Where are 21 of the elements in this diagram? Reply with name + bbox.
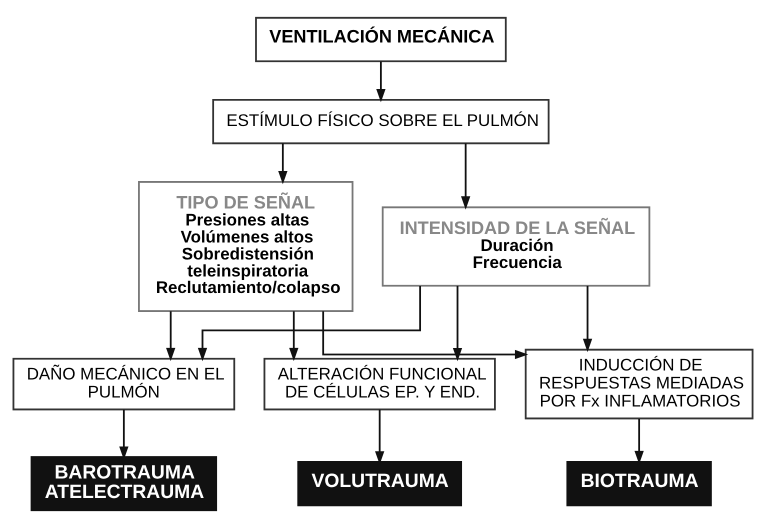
arrow [166,310,176,361]
node-box: BIOTRAUMA [566,460,712,506]
arrow [278,142,288,184]
node-box: ALTERACIÓN FUNCIONAL DE CÉLULAS EP. Y END. [264,357,496,410]
arrow [461,142,470,210]
node-box: BAROTRAUMA ATELECTRAUMA [30,456,218,511]
arrow [376,61,386,102]
node-box: INDUCCIÓN DE RESPUESTAS MEDIADAS POR Fx INFLAMATORIOS [524,348,754,419]
arrow [198,285,421,361]
node-box: ESTÍMULO FÍSICO SOBRE EL PULMÓN [212,98,550,144]
node-box: VOLUTRAUMA [297,460,462,506]
arrow [582,285,592,352]
arrow [289,310,298,361]
node-box: INTENSIDAD DE LA SEÑAL Duración Frecuencia [382,206,650,286]
arrow [634,418,644,464]
arrow [119,409,129,460]
node-box: TIPO DE SEÑAL Presiones altas Volúmenes altos Sobredistensión teleinspiratoria Reclutamiento/colapso [138,180,354,312]
node-box: DAÑO MECÁNICO EN EL PULMÓN [12,357,236,410]
arrow [322,310,528,359]
arrow [452,285,462,361]
node-box: VENTILACIÓN MECÁNICA [255,16,507,62]
